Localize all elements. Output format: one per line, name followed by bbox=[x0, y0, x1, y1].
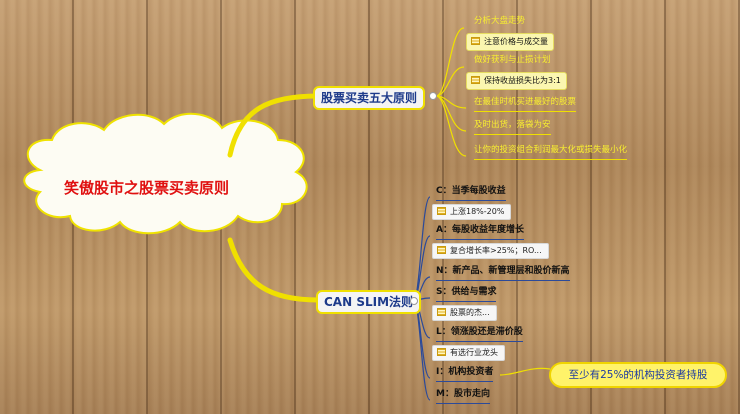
branch1-item-label[interactable]: 及时出货，落袋为安 bbox=[474, 119, 551, 135]
branch1-item-label[interactable]: 在最佳时机买进最好的股票 bbox=[474, 96, 577, 112]
note-icon bbox=[437, 207, 446, 215]
root-title[interactable]: 笑傲股市之股票买卖原则 bbox=[64, 179, 230, 197]
note-icon bbox=[437, 308, 446, 316]
root-cloud-shape bbox=[23, 112, 308, 235]
note-icon bbox=[471, 76, 480, 84]
branch1-children-connectors bbox=[435, 27, 467, 157]
branch2-item-label[interactable]: A：每股收益年度增长 bbox=[436, 224, 524, 240]
branch2-item-label[interactable]: S：供给与需求 bbox=[436, 286, 497, 302]
branch1-item-label[interactable]: 让你的投资组合利润最大化或损失最小化 bbox=[474, 144, 628, 160]
branch2-item-label[interactable]: L：领涨股还是滞价股 bbox=[436, 326, 523, 342]
branch1-item-label[interactable]: 分析大盘走势 bbox=[474, 16, 526, 26]
branch1-collapse-toggle[interactable] bbox=[429, 92, 437, 100]
branch1-title[interactable]: 股票买卖五大原则 bbox=[313, 86, 426, 110]
branch2-item-label[interactable]: N：新产品、新管理层和股价新高 bbox=[436, 265, 570, 281]
branch2-item-note[interactable]: 上涨18%-20% bbox=[432, 204, 512, 220]
branch1-item-note[interactable]: 注意价格与成交量 bbox=[466, 33, 554, 51]
callout-connector bbox=[499, 367, 551, 376]
branch2-item-label[interactable]: I：机构投资者 bbox=[436, 366, 494, 382]
branch1-connector bbox=[227, 93, 321, 158]
callout-note[interactable]: 至少有25%的机构投资者持股 bbox=[549, 362, 727, 388]
branch2-item-note[interactable]: 有选行业龙头 bbox=[432, 345, 505, 361]
branch1-item-note[interactable]: 保持收益损失比为3:1 bbox=[466, 72, 567, 90]
note-icon bbox=[437, 348, 446, 356]
branch2-item-note[interactable]: 复合增长率>25%；RO... bbox=[432, 243, 549, 259]
branch1-item-label[interactable]: 做好获利与止损计划 bbox=[474, 55, 551, 65]
branch2-title[interactable]: CAN SLIM法则 bbox=[316, 290, 422, 314]
note-icon bbox=[437, 246, 446, 254]
branch2-item-label[interactable]: C：当季每股收益 bbox=[436, 185, 506, 201]
branch2-item-label[interactable]: M：股市走向 bbox=[436, 388, 490, 404]
branch2-connector bbox=[227, 237, 321, 303]
note-icon bbox=[471, 37, 480, 45]
branch2-item-note[interactable]: 股票的杰... bbox=[432, 305, 497, 321]
branch2-collapse-toggle[interactable] bbox=[410, 297, 418, 305]
